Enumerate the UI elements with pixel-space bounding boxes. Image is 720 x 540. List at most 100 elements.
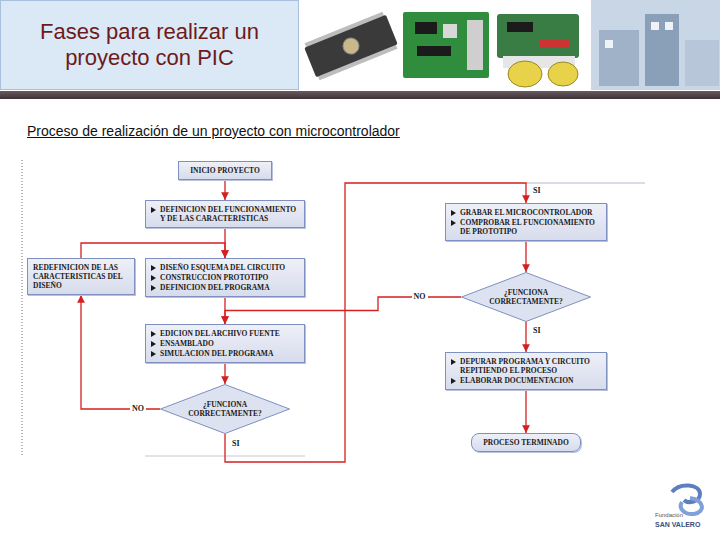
flow-arrow — [224, 363, 225, 384]
photo-window — [605, 40, 613, 48]
logo-text: Fundación — [655, 512, 683, 519]
edge-label: SI — [230, 439, 242, 449]
text-row: SIMULACION DEL PROGRAMA — [151, 349, 299, 358]
robot-part — [539, 40, 569, 48]
diamond-shape — [462, 273, 591, 322]
diamond-text-area: ¿FUNCIONA CORRECTAMENTE? — [160, 384, 290, 434]
logo-stroke — [681, 498, 702, 514]
step-text: SIMULACION DEL PROGRAMA — [160, 349, 273, 358]
step-text: CONSTRUCCION PROTOTIPO — [160, 273, 268, 282]
header-ground — [299, 0, 720, 92]
step-text: DISEÑO ESQUEMA DEL CIRCUITO — [160, 263, 285, 272]
edge-label: NO — [130, 404, 146, 414]
diamond-shape — [161, 385, 290, 434]
robot-wheel — [508, 61, 542, 87]
bullet-marker — [151, 285, 156, 291]
logo-name: SAN VALERO — [655, 520, 700, 529]
edge-label: NO — [412, 292, 428, 302]
step-text: ELABORAR DOCUMENTACION — [460, 376, 573, 385]
robot-board — [497, 14, 579, 58]
step-text: PROCESO TERMINADO — [483, 438, 569, 447]
decision-diamond: ¿FUNCIONA CORRECTAMENTE? — [461, 272, 591, 322]
process-box: REDEFINICION DE LAS CARACTERISTICAS DEL … — [27, 258, 135, 295]
board-part — [443, 24, 457, 38]
text-row: CONSTRUCCION PROTOTIPO — [151, 273, 299, 282]
text-row: DISEÑO ESQUEMA DEL CIRCUITO — [151, 263, 299, 272]
text-row: ¿FUNCIONA CORRECTAMENTE? — [185, 400, 265, 418]
pcb-board — [403, 12, 489, 78]
bullet-marker — [151, 341, 156, 347]
flow-arrow — [525, 241, 526, 272]
photo-window — [665, 22, 673, 30]
step-text: COMPROBAR EL FUNCIONAMIENTO DE PROTOTIPO — [460, 218, 601, 236]
branch-label: SI — [531, 186, 543, 196]
step-text: REDEFINICION DE LAS CARACTERISTICAS DEL … — [33, 263, 129, 290]
process-box: DEPURAR PROGRAMA Y CIRCUITO REPITIENDO E… — [445, 352, 607, 390]
step-text: DEFINICION DEL PROGRAMA — [160, 283, 270, 292]
bullet-marker — [451, 210, 456, 216]
guide-line — [526, 183, 645, 184]
decision-text: ¿FUNCIONA CORRECTAMENTE? — [486, 288, 566, 306]
board-chip — [417, 46, 451, 56]
process-box: GRABAR EL MICROCONTROLADORCOMPROBAR EL F… — [445, 203, 607, 241]
header-illustration — [299, 0, 720, 92]
photo-ground — [591, 0, 720, 90]
flow-arrow — [81, 243, 225, 258]
bullet-marker — [151, 207, 156, 213]
robot-wheel — [548, 62, 578, 86]
step-text: DEFINICION DEL FUNCIONAMIENTO Y DE LAS C… — [160, 205, 299, 223]
text-row: ¿FUNCIONA CORRECTAMENTE? — [486, 288, 566, 306]
text-row: INICIO PROYECTO — [184, 166, 266, 175]
eprom-chip — [303, 11, 400, 81]
text-row: DEPURAR PROGRAMA Y CIRCUITO REPITIENDO E… — [451, 357, 601, 375]
bullet-marker — [151, 331, 156, 337]
chip-body — [304, 15, 398, 78]
step-text: DEPURAR PROGRAMA Y CIRCUITO REPITIENDO E… — [460, 357, 601, 375]
text-row: ENSAMBLADO — [151, 339, 299, 348]
diamond-text-area: ¿FUNCIONA CORRECTAMENTE? — [461, 272, 591, 322]
bullet-marker — [151, 351, 156, 357]
board-chip — [415, 22, 437, 34]
terminal-box: PROCESO TERMINADO — [471, 433, 581, 452]
photo-window — [651, 22, 659, 30]
photo-block — [599, 30, 639, 86]
robot — [497, 14, 579, 87]
bullet-marker — [451, 359, 456, 365]
bullet-marker — [151, 265, 156, 271]
process-box: INICIO PROYECTO — [178, 161, 272, 180]
margin-line — [22, 160, 23, 456]
bullet-marker — [151, 275, 156, 281]
photo-block — [685, 40, 719, 86]
step-text: GRABAR EL MICROCONTROLADOR — [460, 208, 593, 217]
decision-diamond: ¿FUNCIONA CORRECTAMENTE? — [160, 384, 290, 434]
step-text: INICIO PROYECTO — [190, 166, 260, 175]
board-connector — [467, 20, 483, 70]
text-row: EDICION DEL ARCHIVO FUENTE — [151, 329, 299, 338]
text-row: PROCESO TERMINADO — [477, 438, 575, 447]
process-box: DEFINICION DEL FUNCIONAMIENTO Y DE LAS C… — [145, 200, 305, 228]
step-text: ENSAMBLADO — [160, 339, 214, 348]
step-text: EDICION DEL ARCHIVO FUENTE — [160, 329, 280, 338]
process-box: EDICION DEL ARCHIVO FUENTEENSAMBLADOSIMU… — [145, 324, 305, 363]
title-box: Fases para realizar un proyecto con PIC — [0, 0, 299, 90]
title: Fases para realizar un proyecto con PIC — [15, 19, 285, 71]
flow-arrow — [525, 390, 526, 433]
decision-text: ¿FUNCIONA CORRECTAMENTE? — [185, 400, 265, 418]
text-row: DEFINICION DEL FUNCIONAMIENTO Y DE LAS C… — [151, 205, 299, 223]
edge-label: SI — [531, 326, 543, 336]
subtitle: Proceso de realización de un proyecto co… — [27, 123, 400, 139]
chip-window — [341, 36, 362, 57]
process-box: DISEÑO ESQUEMA DEL CIRCUITOCONSTRUCCION … — [145, 258, 305, 297]
text-row: REDEFINICION DE LAS CARACTERISTICAS DEL … — [33, 263, 129, 290]
text-row: GRABAR EL MICROCONTROLADOR — [451, 208, 601, 217]
bullet-marker — [451, 378, 456, 384]
header-bar — [0, 91, 720, 99]
photo-block — [645, 14, 679, 86]
bullet-marker — [451, 220, 456, 226]
text-row: ELABORAR DOCUMENTACION — [451, 376, 601, 385]
text-row: DEFINICION DEL PROGRAMA — [151, 283, 299, 292]
building-photo — [591, 0, 720, 90]
flow-arrow — [525, 322, 526, 352]
board-body — [403, 12, 489, 78]
